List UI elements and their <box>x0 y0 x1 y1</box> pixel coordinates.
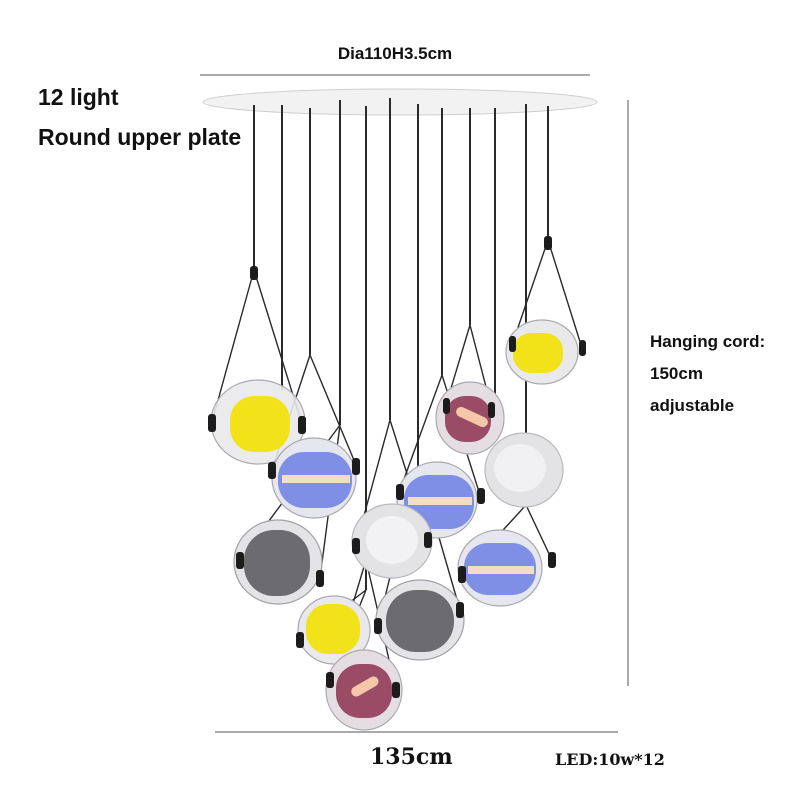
shade-yellow-lower <box>297 595 371 665</box>
cord-label-line3: adjustable <box>650 396 735 415</box>
plate-type-title: Round upper plate <box>38 124 242 150</box>
shade-clear-center <box>351 503 433 579</box>
shade-grey-left <box>233 519 323 605</box>
shade-pink-upper <box>435 381 505 455</box>
cord-label-line1: Hanging cord: <box>650 332 766 351</box>
shade-grey-lower <box>375 579 465 661</box>
shade-clear-right <box>484 432 564 508</box>
round-upper-plate <box>202 88 598 116</box>
shade-blue-lower-right <box>457 529 543 607</box>
shade-clamps <box>208 236 586 698</box>
top-dimension-label: Dia110H3.5cm <box>337 44 453 63</box>
shade-pink-bottom <box>325 649 403 731</box>
shade-yellow-top-right <box>505 319 579 385</box>
led-spec-label: LED:10w*12 <box>555 750 665 769</box>
light-count-title: 12 light <box>38 84 119 110</box>
cord-label-line2: 150cm <box>650 364 703 383</box>
bottom-dimension-label: 135cm <box>370 744 453 770</box>
shade-blue-left <box>271 437 357 519</box>
